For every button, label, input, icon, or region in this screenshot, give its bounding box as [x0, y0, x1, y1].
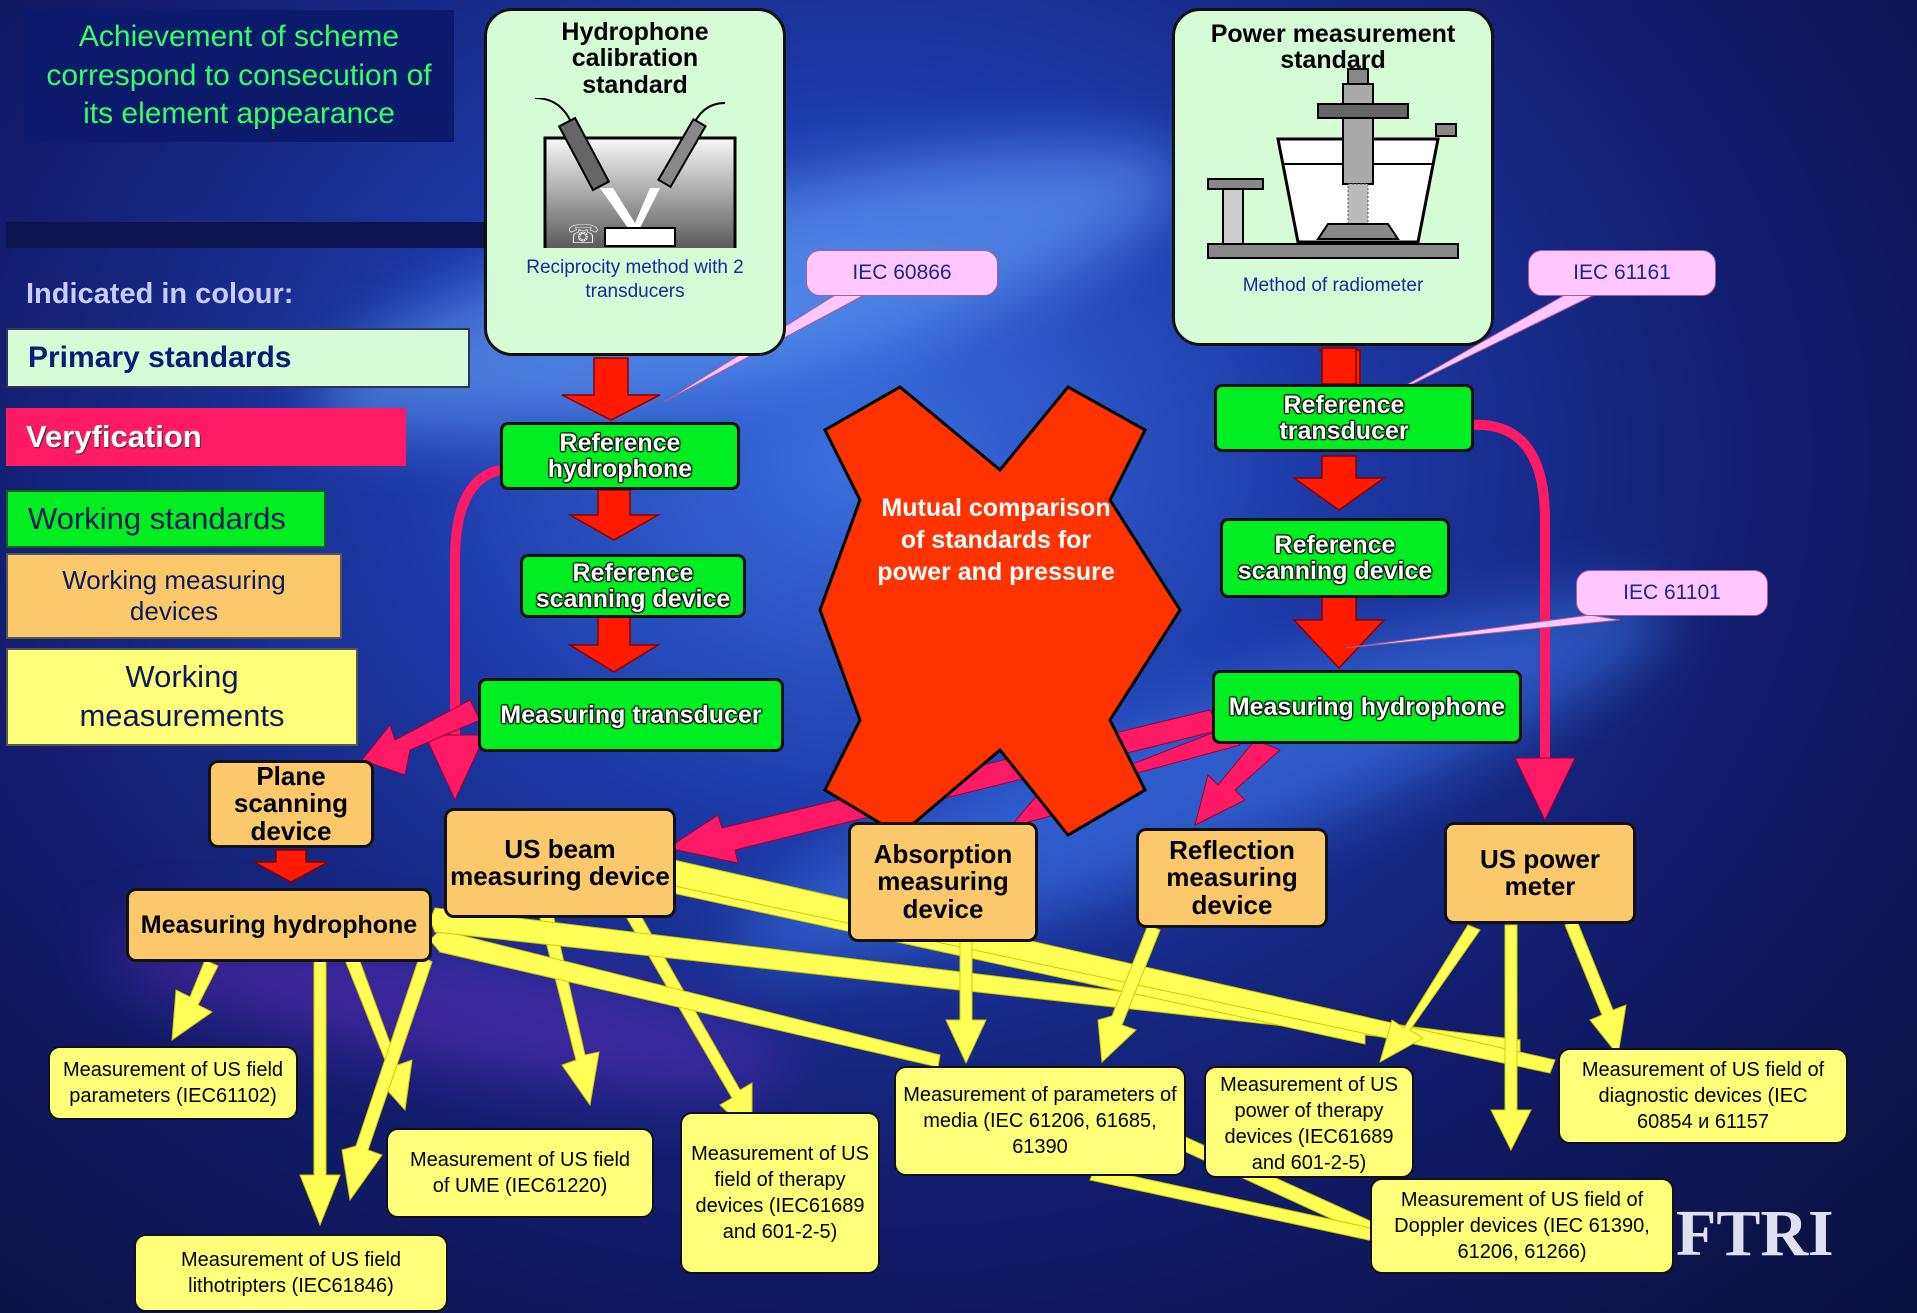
left-ref-scanning-box: Reference scanning device	[520, 554, 746, 618]
measuring-transducer-box: Measuring transducer	[478, 678, 784, 752]
hydrophone-calibration-standard: Hydrophone calibration standard ☏ Recipr…	[484, 8, 786, 356]
intro-text-box: Achievement of scheme correspond to cons…	[24, 10, 454, 142]
radiometer-illustration	[1207, 67, 1459, 259]
mutual-comparison-label: Mutual comparison of standards for power…	[877, 494, 1115, 586]
legend-primary: Primary standards	[6, 328, 470, 388]
measurement-doppler: Measurement of US field of Doppler devic…	[1370, 1178, 1674, 1274]
ref-transducer-box: Reference transducer	[1214, 384, 1474, 452]
divider-bar	[6, 222, 484, 248]
legend-working-devices: Working measuring devices	[6, 553, 342, 639]
callout-iec61161: IEC 61161	[1528, 250, 1716, 296]
legend-working-devices-label: Working measuring devices	[62, 564, 286, 626]
intro-text: Achievement of scheme correspond to cons…	[46, 20, 432, 131]
ref-hydrophone-box: Reference hydrophone	[500, 422, 740, 490]
measurement-therapy-power: Measurement of US power of therapy devic…	[1204, 1066, 1414, 1178]
measurement-us-field-params: Measurement of US field parameters (IEC6…	[48, 1046, 298, 1120]
right-ref-scanning-box: Reference scanning device	[1220, 518, 1450, 598]
power-measurement-standard: Power measurement standard Method of rad…	[1172, 8, 1494, 346]
comparison-x-shape	[818, 385, 1182, 837]
legend-working-standards: Working standards	[6, 490, 326, 548]
legend-verification-label: Veryfication	[26, 419, 202, 454]
measurement-media-params: Measurement of parameters of media (IEC …	[894, 1066, 1186, 1176]
measurement-lithotripters: Measurement of US field lithotripters (I…	[134, 1234, 448, 1312]
measurement-therapy-field: Measurement of US field of therapy devic…	[680, 1112, 880, 1274]
us-beam-device-box: US beam measuring device	[444, 808, 676, 918]
plane-scanning-device-box: Plane scanning device	[208, 760, 374, 848]
power-standard-title: Power measurement standard	[1210, 20, 1456, 75]
svg-text:☏: ☏	[567, 220, 600, 248]
legend-title: Indicated in colour:	[26, 278, 294, 310]
hydrophone-standard-caption: Reciprocity method with 2 transducers	[526, 256, 744, 303]
right-measuring-hydrophone-box: Measuring hydrophone	[1212, 670, 1522, 744]
legend-primary-label: Primary standards	[28, 341, 292, 374]
us-power-meter-box: US power meter	[1444, 822, 1636, 924]
legend-working-measurements: Working measurements	[6, 648, 358, 746]
absorption-device-box: Absorption measuring device	[848, 822, 1038, 942]
reciprocity-tank-illustration: ☏	[534, 97, 737, 248]
callout-iec60866: IEC 60866	[806, 250, 998, 296]
legend-working-measurements-label: Working measurements	[79, 659, 285, 733]
reflection-device-box: Reflection measuring device	[1136, 828, 1328, 928]
left-measuring-hydrophone-box: Measuring hydrophone	[126, 888, 432, 962]
verification-arrows	[450, 419, 1550, 760]
hydrophone-standard-title: Hydrophone calibration standard	[561, 18, 709, 99]
measurement-us-field-ume: Measurement of US field of UME (IEC61220…	[386, 1128, 654, 1218]
measurement-diagnostic: Measurement of US field of diagnostic de…	[1558, 1048, 1848, 1144]
derivation-arrows	[253, 347, 1387, 883]
ftri-watermark: FTRI	[1676, 1197, 1834, 1270]
legend-verification: Veryfication	[6, 408, 406, 466]
callout-iec61101: IEC 61101	[1576, 570, 1768, 616]
power-standard-caption: Method of radiometer	[1242, 274, 1424, 296]
legend-working-standards-label: Working standards	[28, 501, 286, 536]
